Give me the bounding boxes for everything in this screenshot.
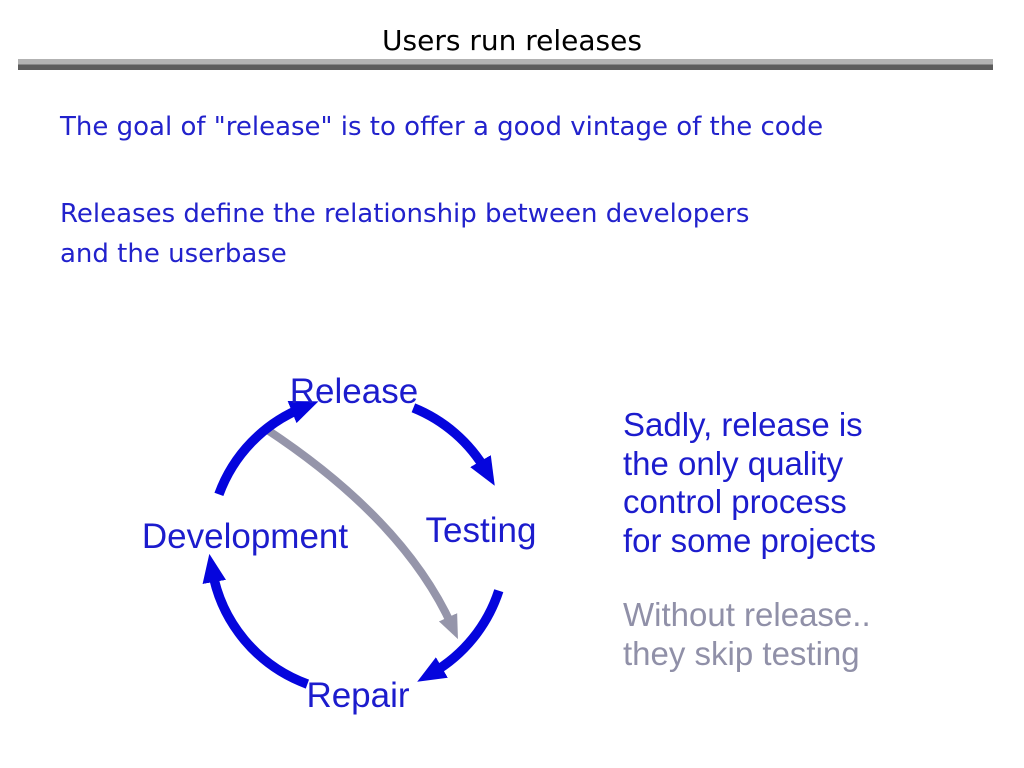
intro-paragraph-2: Releases define the relationship between…: [60, 194, 749, 274]
side-note-skip-testing-line-2: they skip testing: [623, 634, 860, 672]
node-label-testing: Testing: [426, 511, 537, 550]
arc-development-to-release: [214, 401, 319, 497]
intro-paragraph-1: The goal of "release" is to offer a good…: [60, 112, 824, 142]
intro-paragraph-2-line-1: Releases define the relationship between…: [60, 199, 750, 229]
intro-paragraph-2-line-2: and the userbase: [60, 239, 287, 269]
node-label-release: Release: [290, 372, 418, 411]
side-note-skip-testing: Without release.. they skip testing: [623, 596, 871, 673]
arc-testing-to-repair: [417, 589, 504, 682]
title-divider: [18, 59, 993, 70]
side-note-quality-line-4: for some projects: [623, 521, 877, 559]
node-label-repair: Repair: [306, 676, 409, 715]
side-note-quality-line-2: the only quality: [623, 444, 844, 482]
side-note-quality-line-3: control process: [623, 483, 847, 520]
page-title: Users run releases: [382, 24, 642, 57]
arc-repair-to-development: [202, 553, 310, 689]
side-note-skip-testing-line-1: Without release..: [623, 596, 871, 633]
skip-testing-arrow: [263, 425, 458, 640]
arc-release-to-testing: [411, 403, 495, 486]
side-note-quality-line-1: Sadly, release is: [623, 406, 863, 443]
node-label-development: Development: [142, 517, 348, 556]
side-note-quality: Sadly, release is the only quality contr…: [623, 406, 876, 560]
